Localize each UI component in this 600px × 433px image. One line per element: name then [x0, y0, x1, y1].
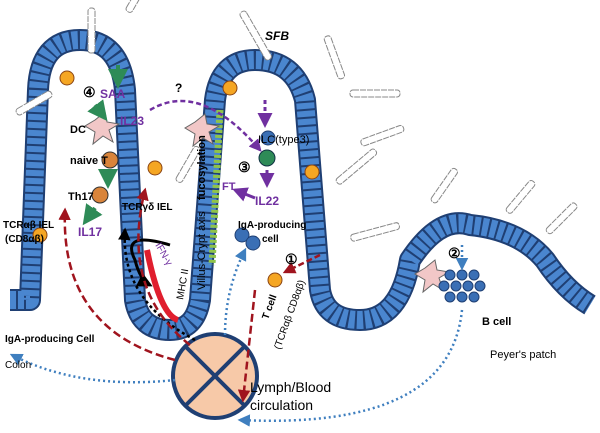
green-arrows: [82, 65, 128, 226]
il23-label: IL23: [120, 114, 144, 128]
mhc-ii-label: MHC II: [175, 268, 191, 301]
tcr-ab-iel-label: TCRαβ IEL: [3, 220, 54, 231]
saa-cell: [260, 130, 276, 146]
epithelium-cells: [10, 31, 595, 339]
colon-label: Colon: [5, 360, 31, 371]
red-dashed-arrow-iel: [136, 187, 191, 346]
peyers-patch-label: Peyer's patch: [490, 349, 556, 361]
tcr-cd8-label: (TCRαβ CD8αβ): [272, 279, 307, 351]
iga-producing-label: IgA-producing: [238, 220, 306, 231]
black-dotted-arrow: [118, 227, 196, 342]
th17-cell: [91, 186, 109, 204]
ifn-gamma-label: IFN-γ: [152, 241, 174, 268]
step-2-label: ②: [448, 245, 461, 261]
b-cell-label: B cell: [482, 316, 511, 328]
circulation-label: circulation: [250, 397, 313, 413]
fucosylation-band: [208, 109, 224, 266]
t-cell: [267, 272, 283, 288]
ft-label: FT: [222, 181, 236, 193]
ifn-gamma-arrow: [130, 238, 171, 287]
iel-cells: [32, 70, 320, 243]
step-4-label: ④: [83, 84, 96, 100]
red-dashed-arrow-tcell: [237, 289, 257, 403]
naive-t-label: naive T: [70, 155, 108, 167]
iga-cell-label: cell: [262, 234, 279, 245]
red-dashed-arrow-left: [58, 207, 176, 362]
lymph-circle: [171, 332, 259, 420]
sfb-label: SFB: [265, 29, 289, 43]
dc-label: DC: [70, 124, 86, 136]
mhc-ii-band: [144, 249, 180, 323]
step-3-label: ③: [238, 159, 251, 175]
t-cell-label: T cell: [260, 293, 279, 321]
il17-label: IL17: [78, 225, 102, 239]
step-1-label: ①: [285, 251, 298, 267]
lymph-blood-label: Lymph/Blood: [250, 379, 331, 395]
saa-label: SAA: [100, 87, 126, 101]
b-cell-cluster: [438, 269, 486, 303]
question-label: ?: [175, 81, 182, 95]
iga-producing-cells: [234, 227, 261, 251]
ilc3-label: ILC(type3): [258, 134, 309, 146]
sfb-bacteria: [15, 0, 578, 242]
th17-label: Th17: [68, 191, 94, 203]
il22-to-ft-arrow: [232, 187, 256, 202]
tcr-gd-iel-label: TCRγδ IEL: [122, 202, 173, 213]
red-dashed-arrow-1: [282, 253, 321, 274]
blue-dotted-arrow-iga: [223, 247, 247, 336]
fucosylation-label: fucosylation: [196, 135, 208, 200]
il23-to-ilc3-arrow: [149, 99, 262, 152]
iga-cell-colon-label: IgA-producing Cell: [5, 334, 95, 345]
il22-label: IL22: [255, 194, 279, 208]
villus-crypt-label: Villus-Crypt axis: [196, 211, 208, 290]
blue-dotted-arrow-colon: [9, 353, 176, 384]
naive-t-cell: [101, 151, 119, 169]
cd8ab-label: (CD8αβ): [5, 234, 44, 245]
ilc3-cell: [258, 149, 276, 167]
